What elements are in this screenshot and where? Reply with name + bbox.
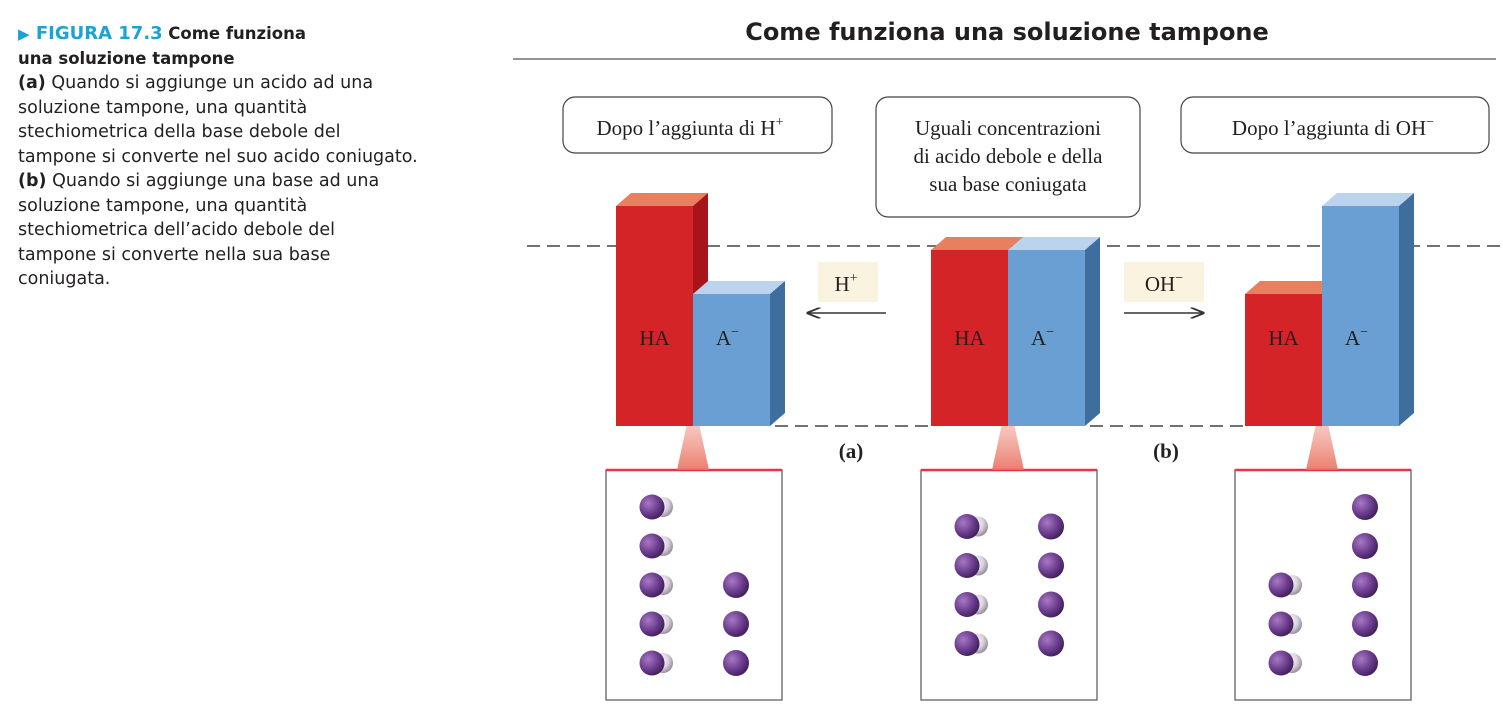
molecule-panel [920, 469, 1098, 701]
base-bar [693, 294, 770, 426]
acid-bar-top [1245, 281, 1337, 294]
middle-box-line-3: sua base coniugata [929, 172, 1087, 196]
part-a-label: (a) [18, 73, 46, 93]
molecule-panel [1234, 469, 1412, 701]
acid-bar-label: HA [639, 326, 670, 350]
reagent-h-plus: H+ [818, 262, 878, 302]
base-molecule [723, 572, 749, 598]
acid-bar-top [931, 237, 1023, 250]
figure-caption: ▶ FIGURA 17.3 Come funziona una soluzion… [18, 22, 418, 292]
acid-molecule [954, 514, 980, 539]
acid-molecule [639, 650, 665, 676]
svg-text:Dopo l’aggiunta di H+: Dopo l’aggiunta di H+ [597, 115, 784, 140]
step-label-b: (b) [1153, 439, 1179, 463]
base-bar-top [1008, 237, 1100, 250]
svg-text:H+: H+ [834, 271, 857, 296]
base-molecule [1038, 513, 1064, 540]
caption-body: (a) Quando si aggiunge un acido ad una s… [18, 71, 418, 292]
base-molecule [1352, 533, 1378, 559]
acid-bar-label: HA [1268, 326, 1299, 350]
zoom-cone [1306, 396, 1338, 470]
acid-molecule [1268, 611, 1294, 637]
middle-box-line-2: di acido debole e della [914, 144, 1104, 168]
base-molecule [1352, 611, 1378, 637]
svg-text:OH−: OH− [1145, 271, 1183, 296]
base-bar-side [1085, 237, 1100, 426]
label-box-right: Dopo l’aggiunta di OH− [1180, 96, 1490, 154]
figure-label: ▶ FIGURA 17.3 [18, 23, 163, 44]
base-molecule [1038, 552, 1064, 579]
base-bar [1008, 250, 1085, 426]
acid-molecule [639, 494, 665, 520]
base-bar-label: A− [716, 325, 739, 350]
base-bar [1322, 206, 1399, 426]
acid-bar [616, 206, 693, 426]
acid-molecule [954, 592, 980, 617]
label-box-left: Dopo l’aggiunta di H+ [562, 96, 833, 154]
acid-molecule [639, 611, 665, 637]
bar-group-after-acid: HA A− [605, 193, 785, 701]
bar-group-equal: HA A− [920, 237, 1100, 701]
triangle-icon: ▶ [18, 25, 30, 43]
acid-molecule [639, 572, 665, 598]
part-b-text: Quando si aggiunge una base ad una soluz… [18, 171, 380, 289]
acid-molecule [954, 553, 980, 578]
diagram-title: Come funziona una soluzione tampone [745, 18, 1269, 46]
base-molecule [1352, 572, 1378, 598]
acid-molecule [1268, 572, 1294, 598]
zoom-cone [677, 396, 709, 470]
label-box-middle: Uguali concentrazioni di acido debole e … [875, 96, 1141, 218]
acid-bar [931, 250, 1008, 426]
figure-title-2: una soluzione tampone [18, 48, 235, 68]
acid-molecule [954, 631, 980, 656]
base-molecule [1352, 650, 1378, 676]
bar-groups: HA A− HA A− HA A− [605, 193, 1414, 701]
svg-text:Dopo l’aggiunta di OH−: Dopo l’aggiunta di OH− [1232, 115, 1434, 140]
base-bar-top [1322, 193, 1414, 206]
acid-molecule [1268, 650, 1294, 676]
base-bar-side [770, 281, 785, 426]
base-molecule [1038, 630, 1064, 657]
acid-bar-top [616, 193, 708, 206]
middle-box-line-1: Uguali concentrazioni [915, 116, 1101, 140]
bar-group-after-base: HA A− [1234, 193, 1414, 701]
base-molecule [723, 650, 749, 676]
base-bar-top [693, 281, 785, 294]
figure-number: FIGURA 17.3 [35, 23, 163, 44]
part-a-text: Quando si aggiunge un acido ad una soluz… [18, 73, 418, 167]
figure-title-1: Come funziona [168, 24, 306, 43]
base-bar-side [1399, 193, 1414, 426]
acid-bar [1245, 294, 1322, 426]
base-molecule [723, 611, 749, 637]
step-label-a: (a) [839, 439, 864, 463]
part-b-label: (b) [18, 171, 47, 191]
reagent-oh-minus: OH− [1124, 262, 1204, 302]
caption-heading: ▶ FIGURA 17.3 Come funziona una soluzion… [18, 22, 418, 71]
base-bar-label: A− [1031, 325, 1054, 350]
base-bar-label: A− [1345, 325, 1368, 350]
acid-molecule [639, 533, 665, 559]
acid-bar-label: HA [954, 326, 985, 350]
base-molecule [1352, 494, 1378, 520]
base-molecule [1038, 591, 1064, 618]
molecule-panel [605, 469, 783, 701]
zoom-cone [992, 396, 1024, 470]
